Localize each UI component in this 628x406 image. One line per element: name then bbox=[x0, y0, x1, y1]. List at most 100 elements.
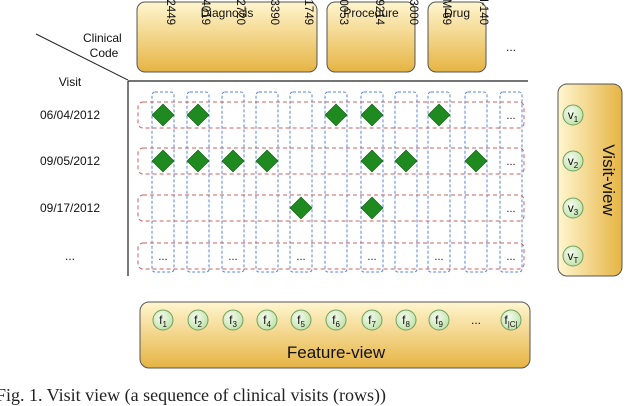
visit-label: Visit bbox=[59, 75, 82, 89]
column-dashed-boxes bbox=[151, 91, 523, 273]
column-box bbox=[394, 91, 418, 273]
column-box bbox=[427, 91, 451, 273]
feature-vector-label: f8 bbox=[402, 313, 410, 329]
column-box bbox=[464, 91, 488, 273]
row-box bbox=[137, 242, 525, 270]
feature-vector-circle bbox=[256, 309, 278, 331]
more-codes-ellipsis: ... bbox=[506, 40, 516, 54]
visit-vector-label: vT bbox=[568, 249, 579, 265]
feature-view-title: Feature-view bbox=[287, 343, 386, 362]
code-present-diamond bbox=[360, 103, 384, 127]
group-box-2 bbox=[427, 1, 487, 73]
column-box bbox=[186, 91, 210, 273]
visit-vector-circle bbox=[562, 245, 584, 267]
code-present-diamond bbox=[427, 103, 451, 127]
code-label: M-69 bbox=[440, 0, 452, 25]
corner-diagonal bbox=[35, 33, 129, 81]
code-marks: ........................... bbox=[151, 103, 516, 263]
group-box-0 bbox=[136, 1, 318, 73]
feature-vector-circle bbox=[222, 309, 244, 331]
code-present-diamond bbox=[186, 149, 210, 173]
code-present-diamond bbox=[360, 196, 384, 220]
code-label: 2449 bbox=[164, 0, 176, 25]
code-present-diamond bbox=[255, 149, 279, 173]
visit-vector-label: v2 bbox=[568, 154, 579, 170]
code-label: 99214 bbox=[373, 0, 385, 26]
column-box bbox=[499, 91, 523, 273]
feature-vector-label: f1 bbox=[159, 313, 167, 329]
cell-ellipsis: ... bbox=[506, 203, 515, 215]
visit-vector-circle bbox=[562, 104, 584, 126]
column-box bbox=[360, 91, 384, 273]
code-present-diamond bbox=[151, 103, 175, 127]
visit-view-title: Visit-view bbox=[599, 144, 618, 216]
feature-vector-label: f3 bbox=[229, 313, 237, 329]
visit-date: 06/04/2012 bbox=[40, 108, 100, 122]
code-present-diamond bbox=[289, 196, 313, 220]
code-label: M-140 bbox=[477, 0, 489, 25]
feature-vector-label: f|C| bbox=[504, 313, 517, 329]
column-box bbox=[151, 91, 175, 273]
cell-ellipsis: ... bbox=[367, 251, 376, 263]
code-label: 4019 bbox=[199, 0, 211, 25]
visit-date: 09/17/2012 bbox=[40, 201, 100, 215]
column-box bbox=[255, 91, 279, 273]
feature-vector-label: f2 bbox=[194, 313, 202, 329]
row-box bbox=[137, 194, 525, 222]
feature-vector-circle bbox=[187, 309, 209, 331]
column-box bbox=[289, 91, 313, 273]
feature-vector-circle bbox=[500, 309, 522, 331]
feature-vector-label: f9 bbox=[435, 313, 443, 329]
feature-vector-circle bbox=[361, 309, 383, 331]
code-present-diamond bbox=[151, 149, 175, 173]
feature-ellipsis: ... bbox=[471, 313, 481, 327]
code-present-diamond bbox=[186, 103, 210, 127]
visit-date: ... bbox=[65, 249, 75, 263]
visit-dates: 06/04/2012 09/05/2012 09/17/2012... bbox=[40, 108, 100, 263]
visit-view-items: v1 v2 v3 vT bbox=[562, 104, 584, 267]
feature-vector-circle bbox=[290, 309, 312, 331]
cell-ellipsis: ... bbox=[506, 156, 515, 168]
feature-vector-circle bbox=[428, 309, 450, 331]
code-present-diamond bbox=[324, 103, 348, 127]
row-box bbox=[137, 101, 525, 129]
code-label: 1749 bbox=[302, 0, 314, 25]
feature-vector-label: f7 bbox=[368, 313, 376, 329]
code-present-diamond bbox=[394, 149, 418, 173]
cell-ellipsis: ... bbox=[434, 251, 443, 263]
visit-vector-circle bbox=[562, 150, 584, 172]
cell-ellipsis: ... bbox=[296, 251, 305, 263]
feature-vector-circle bbox=[395, 309, 417, 331]
code-present-diamond bbox=[360, 149, 384, 173]
code-present-diamond bbox=[464, 149, 488, 173]
code-group-headers: Diagnosis 2449 4019 2720 73390 1749 Procedure8… bbox=[136, 0, 516, 73]
code-label: 80053 bbox=[337, 0, 349, 25]
group-box-1 bbox=[326, 1, 416, 73]
row-dashed-boxes bbox=[137, 101, 525, 270]
column-box bbox=[221, 91, 245, 273]
code-label: 93000 bbox=[407, 0, 419, 25]
code-label: 2720 bbox=[234, 0, 246, 25]
visit-view-panel bbox=[557, 83, 623, 277]
clinical-code-label: Clinical Code bbox=[83, 31, 125, 60]
cell-ellipsis: ... bbox=[228, 251, 237, 263]
cell-ellipsis: ... bbox=[506, 110, 515, 122]
feature-vector-circle bbox=[152, 309, 174, 331]
group-label: Procedure bbox=[343, 6, 399, 20]
figure-caption: Fig. 1. Visit view (a sequence of clinic… bbox=[0, 385, 386, 406]
code-label: 73390 bbox=[268, 0, 280, 25]
feature-vector-label: f5 bbox=[297, 313, 305, 329]
visit-date: 09/05/2012 bbox=[40, 154, 100, 168]
feature-vector-label: f6 bbox=[332, 313, 340, 329]
cell-ellipsis: ... bbox=[158, 251, 167, 263]
feature-vector-label: f4 bbox=[263, 313, 271, 329]
group-label: Diagnosis bbox=[201, 6, 254, 20]
feature-vector-circle bbox=[325, 309, 347, 331]
code-present-diamond bbox=[221, 149, 245, 173]
group-label: Drug bbox=[444, 6, 470, 20]
cell-ellipsis: ... bbox=[506, 251, 515, 263]
feature-view-items: f1 f2 f3 f4 f5 f6 f7 f8 f9 f|C|... bbox=[152, 309, 522, 331]
visit-vector-label: v3 bbox=[568, 201, 579, 217]
visit-vector-label: v1 bbox=[568, 108, 579, 124]
